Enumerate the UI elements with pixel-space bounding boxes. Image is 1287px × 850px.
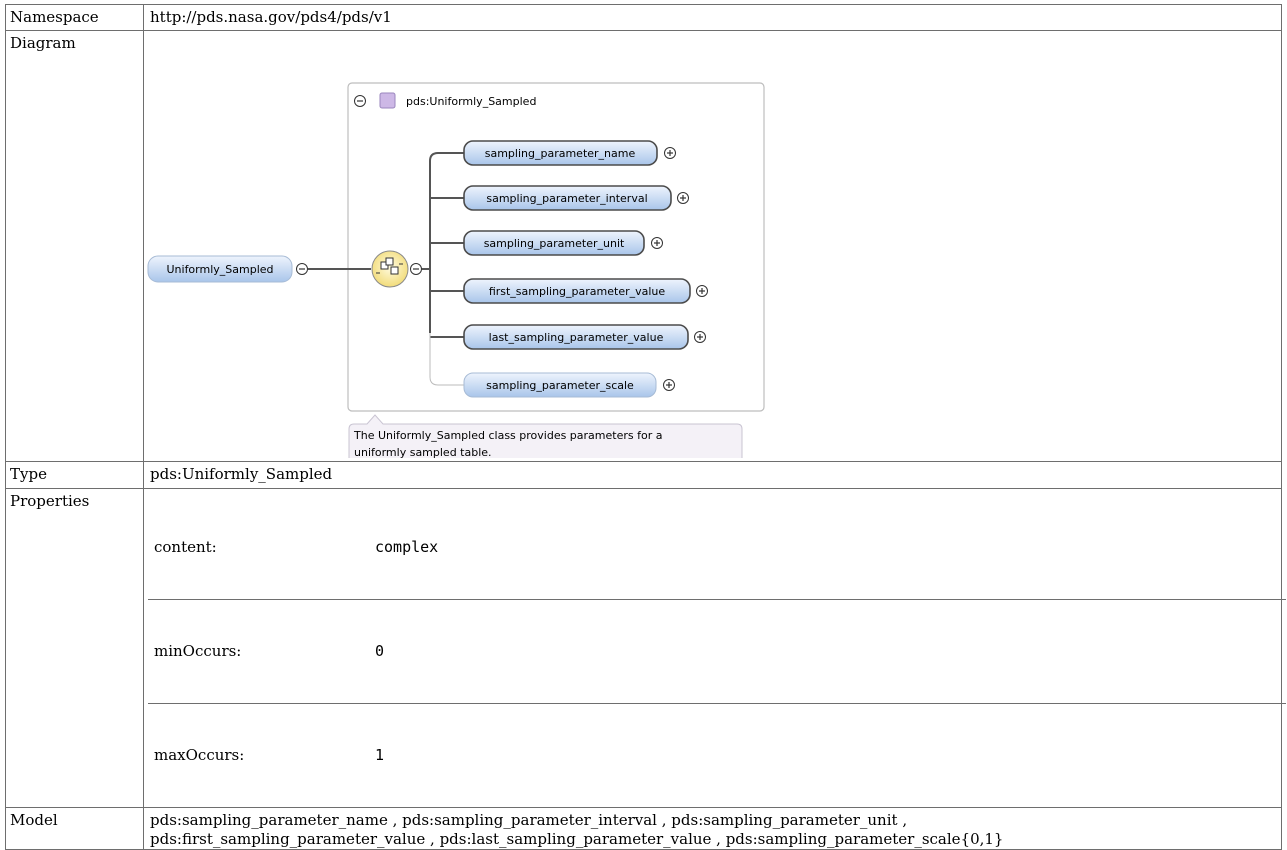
root-element-label: Uniformly_Sampled xyxy=(166,263,273,276)
namespace-label: Namespace xyxy=(5,4,144,31)
expand-icon[interactable] xyxy=(663,379,675,391)
complex-type-title: pds:Uniformly_Sampled xyxy=(406,95,536,108)
properties-table: content: complex minOccurs: 0 maxOccurs:… xyxy=(148,496,1286,807)
namespace-row: Namespace http://pds.nasa.gov/pds4/pds/v… xyxy=(5,4,1282,31)
sequence-compositor[interactable] xyxy=(371,250,422,288)
expand-icon[interactable] xyxy=(664,147,676,159)
type-value: pds:Uniformly_Sampled xyxy=(143,461,1282,489)
annotation-line-2: uniformly sampled table. xyxy=(354,446,492,458)
diagram-row: Diagram xyxy=(5,30,1282,462)
root-element[interactable]: Uniformly_Sampled xyxy=(147,255,308,283)
root-collapse-icon[interactable] xyxy=(296,263,308,275)
child-label: sampling_parameter_unit xyxy=(484,237,625,250)
properties-cell: content: complex minOccurs: 0 maxOccurs:… xyxy=(143,488,1286,808)
child-label: first_sampling_parameter_value xyxy=(489,285,666,298)
expand-icon[interactable] xyxy=(677,192,689,204)
complex-type-collapse-icon[interactable] xyxy=(354,95,366,107)
child-label: last_sampling_parameter_value xyxy=(489,331,664,344)
expand-icon[interactable] xyxy=(694,331,706,343)
child-element-interval[interactable]: sampling_parameter_interval xyxy=(463,185,689,211)
property-key: content: xyxy=(148,496,369,600)
model-row: Model pds:sampling_parameter_name , pds:… xyxy=(5,807,1282,850)
model-value: pds:sampling_parameter_name , pds:sampli… xyxy=(143,807,1282,850)
property-value: complex xyxy=(369,496,1286,600)
model-label: Model xyxy=(5,807,144,850)
diagram-label: Diagram xyxy=(5,30,144,462)
model-line-1: pds:sampling_parameter_name , pds:sampli… xyxy=(150,811,908,829)
schema-doc-table: Namespace http://pds.nasa.gov/pds4/pds/v… xyxy=(5,4,1286,850)
property-key: minOccurs: xyxy=(148,599,369,704)
properties-row: Properties content: complex minOccurs: 0… xyxy=(5,488,1286,808)
child-label: sampling_parameter_scale xyxy=(486,379,634,392)
child-element-scale[interactable]: sampling_parameter_scale xyxy=(463,372,675,398)
property-row: maxOccurs: 1 xyxy=(148,704,1286,808)
child-element-first-value[interactable]: first_sampling_parameter_value xyxy=(463,278,708,304)
namespace-value: http://pds.nasa.gov/pds4/pds/v1 xyxy=(143,4,1282,31)
schema-diagram: pds:Uniformly_Sampled Uniformly_Sampled xyxy=(147,82,765,458)
diagram-cell: pds:Uniformly_Sampled Uniformly_Sampled xyxy=(143,30,1282,462)
sequence-collapse-icon[interactable] xyxy=(410,263,422,275)
complex-type-icon xyxy=(379,92,396,109)
expand-icon[interactable] xyxy=(696,285,708,297)
child-element-unit[interactable]: sampling_parameter_unit xyxy=(463,230,663,256)
child-label: sampling_parameter_interval xyxy=(486,192,647,205)
property-value: 1 xyxy=(375,746,385,764)
property-row: minOccurs: 0 xyxy=(148,599,1286,704)
child-element-last-value[interactable]: last_sampling_parameter_value xyxy=(463,324,706,350)
child-element-name[interactable]: sampling_parameter_name xyxy=(463,140,676,166)
child-label: sampling_parameter_name xyxy=(485,147,636,160)
model-line-2: pds:first_sampling_parameter_value , pds… xyxy=(150,830,1004,848)
property-key: maxOccurs: xyxy=(154,746,245,764)
annotation-callout: The Uniformly_Sampled class provides par… xyxy=(348,414,743,458)
properties-label: Properties xyxy=(5,488,144,808)
property-value: 0 xyxy=(369,599,1286,704)
type-label: Type xyxy=(5,461,144,489)
expand-icon[interactable] xyxy=(651,237,663,249)
sequence-icon xyxy=(376,257,403,275)
annotation-line-1: The Uniformly_Sampled class provides par… xyxy=(353,429,662,442)
type-row: Type pds:Uniformly_Sampled xyxy=(5,461,1282,489)
property-row: content: complex xyxy=(148,496,1286,600)
